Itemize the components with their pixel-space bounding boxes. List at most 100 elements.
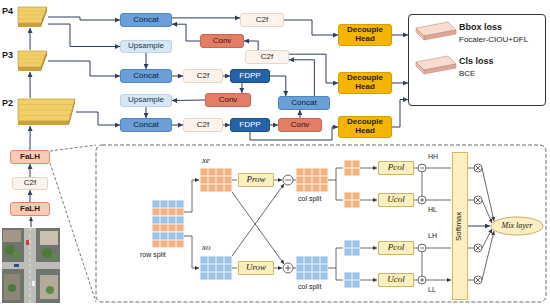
annotation-label: HH: [428, 153, 438, 161]
node-text: BCE: [459, 70, 475, 79]
connector-arrow: [172, 125, 183, 126]
mix-layer: Mix layer: [490, 216, 544, 236]
node-text: FDPP: [239, 72, 260, 81]
connector-arrow: [172, 24, 200, 41]
annotation-label: xe: [202, 156, 210, 166]
annotation-label: row split: [140, 251, 166, 259]
concat-block: Concat: [120, 13, 172, 27]
plate-texture: [19, 11, 46, 12]
conv-block: Conv: [200, 34, 244, 48]
falh-block: FaLH: [10, 202, 50, 216]
c2f-block: C2f: [12, 177, 48, 190]
connector-arrow: [48, 17, 120, 20]
plate-side: [69, 99, 75, 125]
plate-texture: [19, 110, 72, 111]
node-text: FDPP: [239, 121, 260, 130]
connector-arrow: [270, 125, 278, 126]
softmax-band: Softmax: [452, 152, 468, 300]
node-text: Cls loss: [459, 57, 494, 67]
decouple-head: Decouple Head: [338, 24, 392, 46]
node-text: C2f: [197, 121, 209, 130]
connector-arrow: [289, 60, 314, 96]
upsample-block: Upsample: [120, 94, 172, 107]
node-text: Conv: [219, 96, 238, 105]
connector-arrow: [172, 17, 240, 18]
lifting-operator: Prow: [238, 173, 274, 187]
loss-slabs: [416, 22, 456, 74]
connector-arrow: [270, 76, 286, 96]
falh-block: FaLH: [10, 150, 50, 164]
node-text: Urow: [246, 263, 266, 273]
annotation-label: HL: [428, 206, 437, 214]
connector-arrow: [468, 226, 490, 227]
node-text: FaLH: [20, 205, 40, 214]
lifting-operator: Urow: [238, 261, 274, 275]
node-text: C2f: [256, 16, 268, 25]
node-text: Upsample: [128, 96, 164, 105]
fdpp-block: FDPP: [230, 118, 270, 132]
connector-arrow: [30, 190, 31, 202]
feature-plate: P3: [2, 50, 48, 72]
fdpp-block: FDPP: [230, 69, 270, 83]
decouple-head: Decouple Head: [338, 72, 392, 94]
connector-arrow: [30, 72, 31, 98]
connector-arrow: [299, 110, 300, 118]
connector-arrow: [146, 53, 147, 69]
node-text: Focaler-CIOU+DFL: [459, 36, 528, 45]
connector-arrow: [289, 54, 338, 83]
connector-arrow: [30, 126, 31, 150]
node-text: Upsample: [128, 42, 164, 51]
node-text: C2f: [197, 72, 209, 81]
node-text: Concat: [133, 16, 158, 25]
node-text: Pcol: [388, 243, 405, 253]
c2f-block: C2f: [245, 50, 289, 64]
annotation-label: LH: [428, 232, 437, 240]
decouple-head: Decouple Head: [338, 116, 392, 138]
conv-block: Conv: [205, 93, 251, 107]
connector-arrow: [223, 76, 230, 77]
plate-side: [18, 67, 41, 71]
node-text: Decouple Head: [339, 74, 391, 92]
connector-arrow: [146, 107, 147, 118]
node-text: Conv: [213, 37, 232, 46]
node-text: Concat: [133, 121, 158, 130]
connector-arrow: [48, 24, 120, 46]
connector-arrow: [244, 41, 258, 50]
plate-side: [18, 23, 41, 27]
node-text: Pcol: [388, 163, 405, 173]
node-text: P3: [2, 51, 13, 61]
lifting-operator: Ucol: [378, 273, 414, 287]
connector-arrow: [48, 61, 120, 76]
feature-grids: [152, 160, 360, 288]
aerial-photo: [2, 228, 60, 303]
loss-panel: Bbox lossFocaler-CIOU+DFLCls lossBCE: [408, 14, 546, 106]
concat-block: Concat: [120, 118, 172, 132]
node-text: Concat: [133, 72, 158, 81]
connector-arrow: [392, 34, 408, 35]
c2f-block: C2f: [183, 118, 223, 132]
connector-arrow: [30, 164, 31, 177]
node-text: Concat: [291, 99, 316, 108]
conv-block: Conv: [278, 118, 322, 132]
input-arrow: [31, 217, 32, 227]
plate-texture: [19, 15, 44, 16]
plate-side: [41, 7, 47, 27]
node-text: Conv: [291, 121, 310, 130]
connector-arrow: [392, 83, 408, 84]
c2f-block: C2f: [183, 69, 223, 83]
node-text: Prow: [246, 175, 265, 185]
annotation-label: col split: [298, 283, 321, 291]
lifting-operator: Pcol: [378, 161, 414, 175]
node-text: Decouple Head: [339, 118, 391, 136]
node-text: Ucol: [387, 275, 405, 285]
node-text: Decouple Head: [339, 26, 391, 44]
annotation-label: LL: [428, 286, 436, 294]
connector-arrow: [172, 100, 205, 102]
feature-plate: P2: [2, 98, 76, 126]
node-text: C2f: [24, 179, 36, 188]
plate-texture: [19, 59, 44, 60]
plate-texture: [19, 19, 43, 20]
feature-plate: P4: [2, 6, 48, 28]
annotation-label: xo: [202, 243, 211, 253]
